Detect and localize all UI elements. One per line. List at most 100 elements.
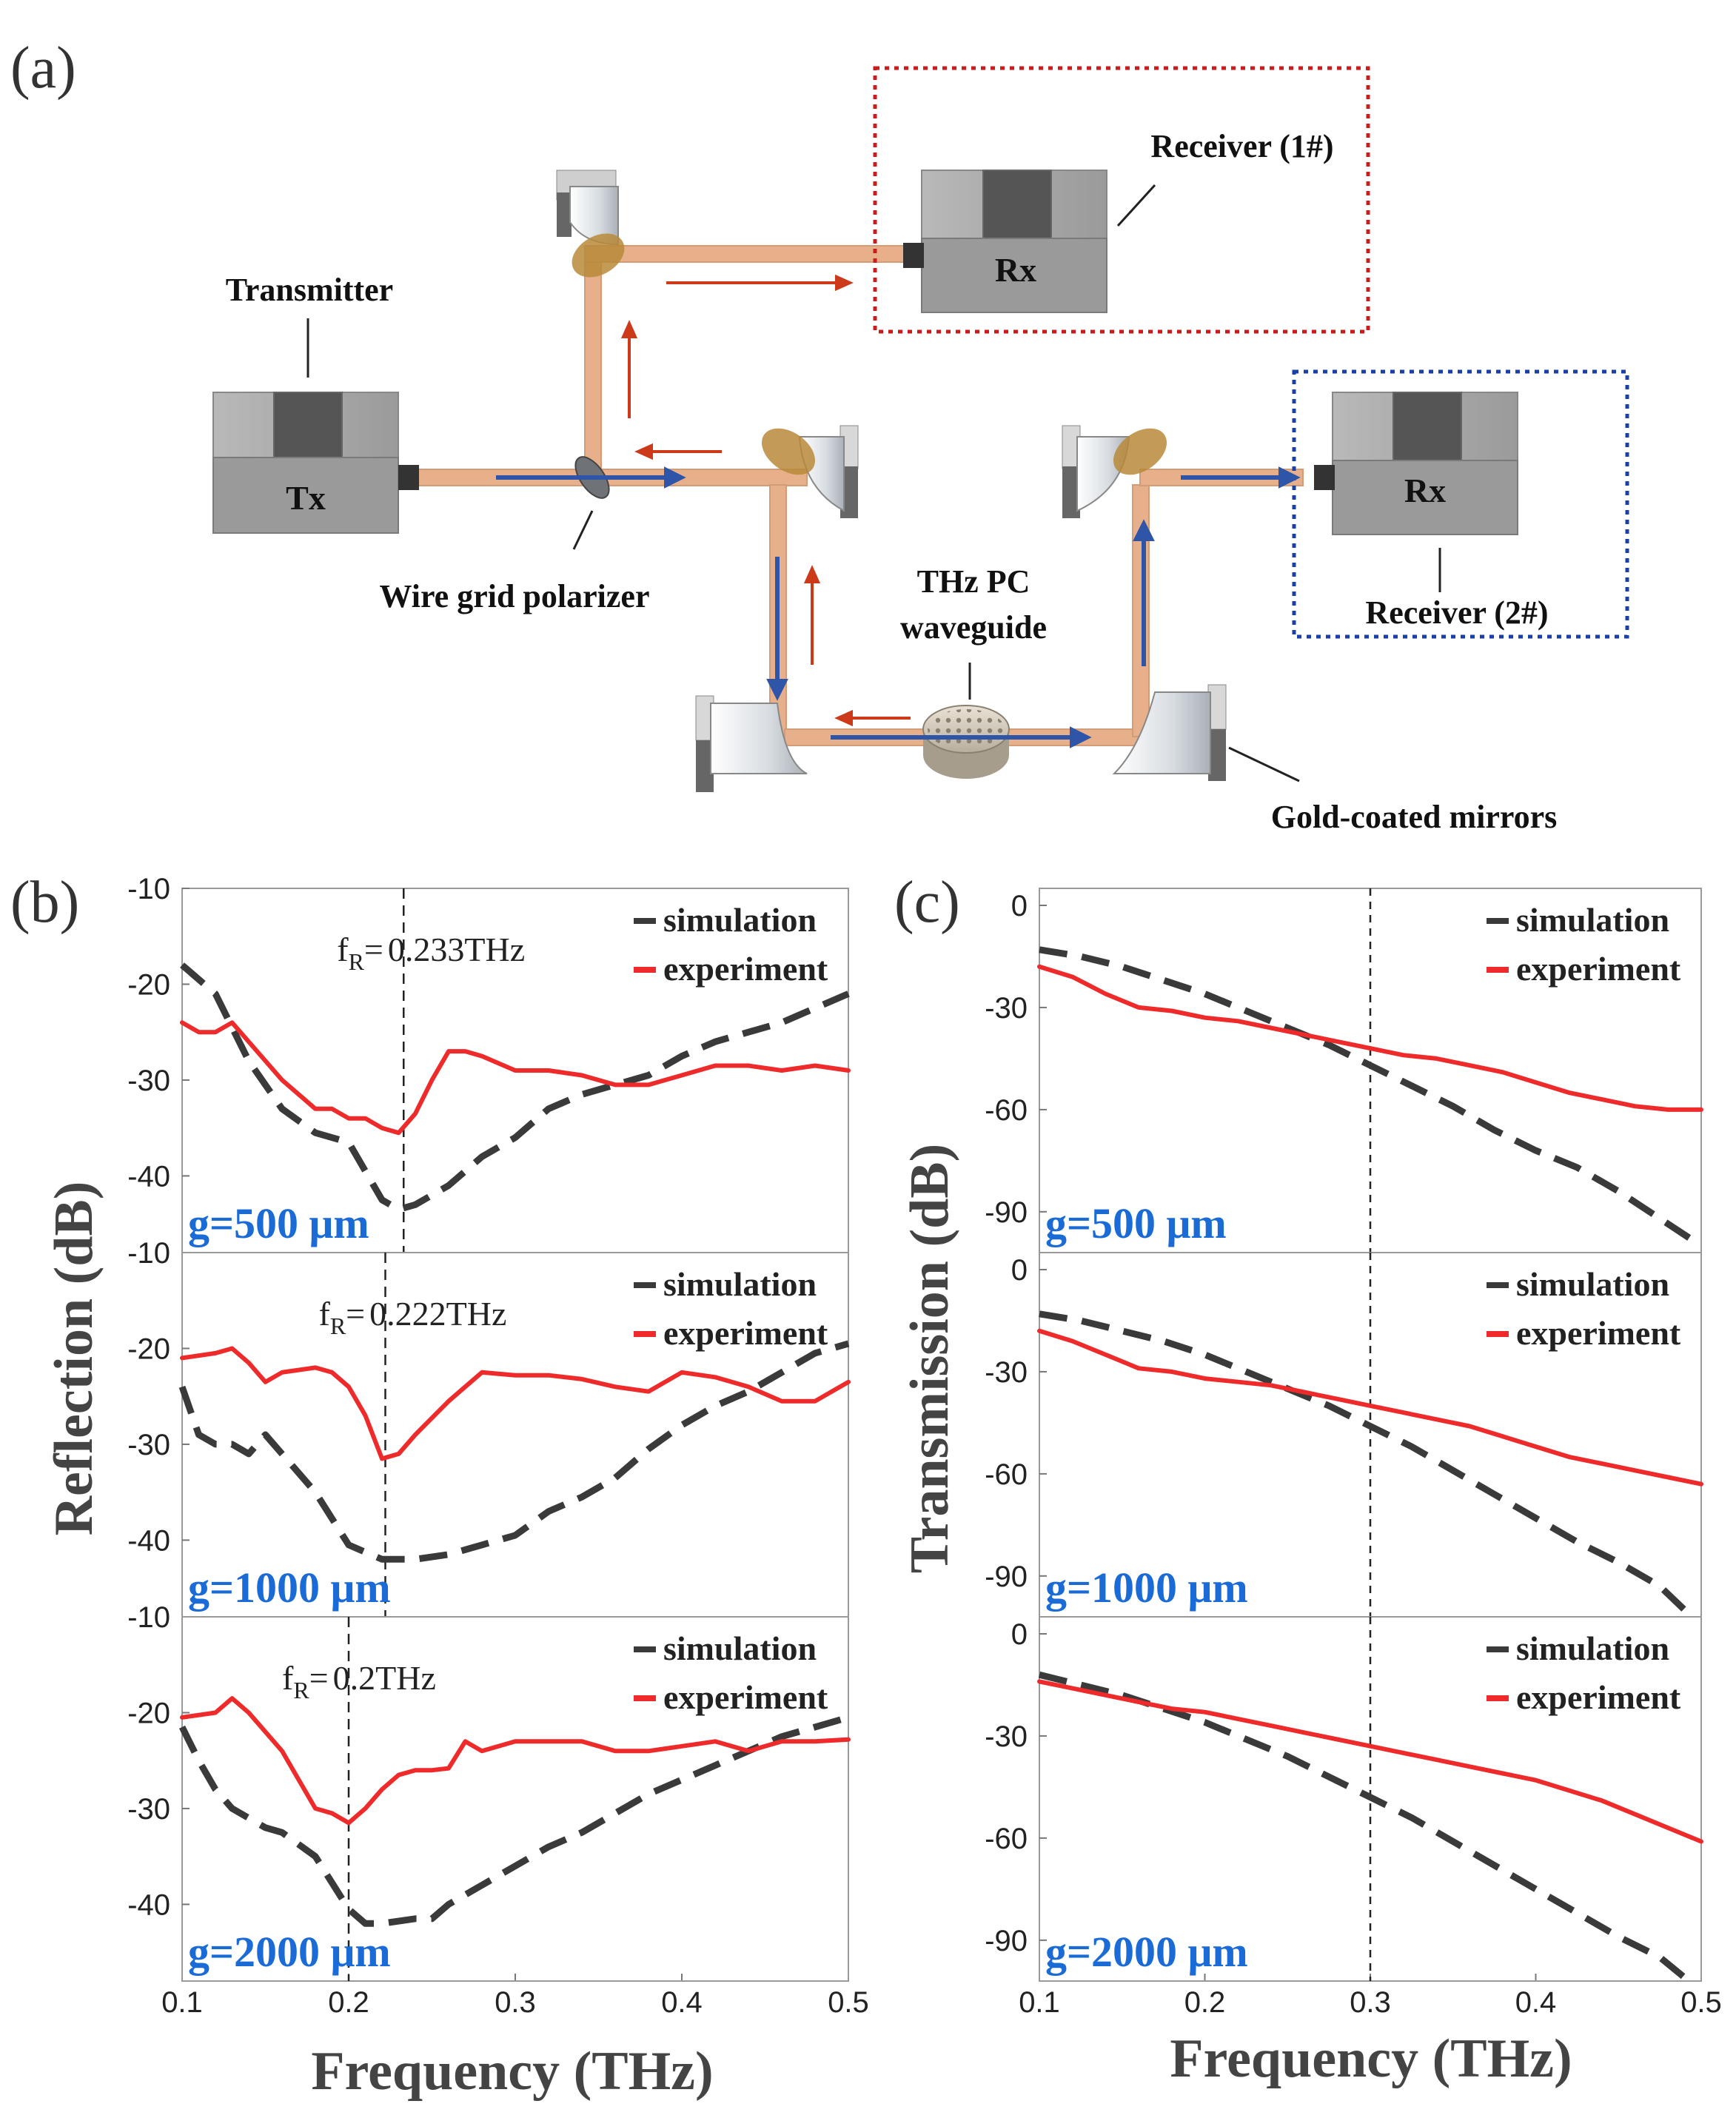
x-tick-label: 0.2: [328, 1986, 369, 2019]
y-tick-label: -10: [127, 873, 170, 905]
resonance-annotation: fR=0.233THz: [337, 931, 525, 975]
x-tick-label: 0.3: [1350, 1986, 1391, 2019]
experiment-series: [1037, 1679, 1703, 1844]
y-tick-label: -40: [127, 1889, 170, 1921]
gap-size-label: g=500 μm: [188, 1199, 369, 1247]
y-tick-label: -60: [985, 1094, 1028, 1127]
receiver-1-device: Rx: [903, 170, 1107, 313]
x-tick-label: 0.4: [1515, 1986, 1557, 2019]
experiment-series: [180, 1020, 851, 1136]
experiment-series: [1037, 964, 1703, 1112]
y-tick-label: -30: [127, 1429, 170, 1461]
beam-path: [414, 245, 1304, 746]
forward-beam-arrows: [496, 466, 1301, 748]
pc-waveguide-icon: [922, 705, 1010, 779]
receiver-2-device: Rx: [1314, 392, 1518, 535]
y-tick-label: -20: [127, 1697, 170, 1729]
simulation-series: [1039, 946, 1703, 1249]
receiver-1-box: [873, 66, 1370, 334]
simulation-series: [178, 1714, 850, 1927]
y-tick-label: -30: [127, 1065, 170, 1097]
y-tick-label: -30: [127, 1793, 170, 1826]
panel-label-c: (c): [894, 870, 960, 935]
plot-frame: [181, 1616, 849, 1982]
receiver-2-box: [1292, 369, 1629, 639]
y-tick-label: -90: [985, 1561, 1028, 1593]
transmission-x-ticks: 0.1 0.2 0.3 0.4 0.5: [1019, 1974, 1722, 2019]
x-tick-label: 0.5: [1680, 1986, 1722, 2019]
simulation-series: [180, 962, 850, 1213]
y-tick-label: -90: [985, 1925, 1028, 1957]
simulation-series: [1039, 1310, 1687, 1613]
transmission-x-axis-title: Frequency (THz): [1170, 2028, 1572, 2089]
mirror-right-upper: [761, 425, 859, 518]
reflection-axis-title: Reflection (dB): [44, 1182, 104, 1536]
polarizer-leader: [572, 510, 594, 550]
y-tick-label: -90: [985, 1196, 1028, 1229]
y-tick-label: -10: [127, 1601, 170, 1634]
gap-size-label: g=2000 μm: [1045, 1928, 1248, 1976]
y-tick-label: 0: [1011, 1254, 1028, 1287]
y-tick-label: -10: [127, 1237, 170, 1270]
resonance-annotation: fR=0.222THz: [319, 1295, 507, 1339]
y-tick-label: -20: [127, 968, 170, 1001]
transmission-panel: (c) Transmission (dB) Frequency (THz) 0.…: [894, 870, 1722, 2089]
receiver-2-label: Receiver (2#): [1365, 594, 1548, 631]
legend-simulation-label: simulation: [663, 1629, 817, 1667]
legend-experiment-label: experiment: [663, 1314, 828, 1352]
reflection-x-axis-title: Frequency (THz): [311, 2041, 713, 2102]
legend-simulation-label: simulation: [663, 1265, 817, 1303]
mirror-top: [556, 170, 625, 278]
rx1-label: Rx: [995, 251, 1036, 289]
back-beam-arrows: [620, 274, 911, 727]
tx-label: Tx: [286, 479, 326, 517]
reflection-plot-g2000: -20 -30 -40 simulation experiment fR=0.2THz g=…: [127, 1616, 851, 1982]
mirrors-leader: [1228, 746, 1300, 782]
x-tick-label: 0.1: [1019, 1986, 1060, 2019]
x-tick-label: 0.5: [828, 1986, 869, 2019]
schematic-panel: (a) Tx Transmitter Rx: [10, 36, 1629, 835]
y-tick-label: -40: [127, 1160, 170, 1193]
experiment-series: [180, 1346, 851, 1461]
legend-experiment-label: experiment: [1516, 950, 1681, 988]
resonance-annotation: fR=0.2THz: [282, 1659, 436, 1703]
waveguide-label-2: waveguide: [900, 609, 1047, 646]
legend-experiment-label: experiment: [1516, 1314, 1681, 1352]
gap-size-label: g=2000 μm: [188, 1928, 391, 1976]
mirror-bottom-left: [695, 695, 808, 792]
y-tick-label: 0: [1011, 890, 1028, 922]
transmitter-device: Tx: [212, 392, 419, 534]
transmission-axis-title: Transmission (dB): [899, 1144, 960, 1573]
legend-simulation-label: simulation: [1516, 1265, 1669, 1303]
x-tick-label: 0.4: [661, 1986, 703, 2019]
reflection-plot-g500: -10-20-30-40-10simulationexperimentfR=0.…: [127, 873, 851, 1270]
reflection-plot-g1000: -20-30-40-10simulationexperimentfR=0.222…: [127, 1252, 851, 1634]
legend-experiment-label: experiment: [1516, 1678, 1681, 1716]
y-tick-label: -60: [985, 1823, 1028, 1855]
y-tick-label: -30: [985, 1720, 1028, 1753]
experiment-series: [180, 1696, 851, 1826]
rx2-label: Rx: [1404, 472, 1446, 509]
y-tick-label: -30: [985, 992, 1028, 1025]
y-tick-label: -30: [985, 1356, 1028, 1389]
x-tick-label: 0.2: [1184, 1986, 1226, 2019]
mirror-left-upper: [1062, 425, 1167, 518]
legend-experiment-label: experiment: [663, 950, 828, 988]
simulation-series: [1038, 1671, 1687, 1980]
transmitter-label: Transmitter: [226, 272, 393, 308]
legend-experiment-label: experiment: [663, 1678, 828, 1716]
receiver-1-leader: [1116, 184, 1156, 227]
mirror-bottom-right: [1112, 684, 1227, 781]
plot-frame: [181, 1252, 849, 1618]
x-tick-label: 0.3: [495, 1986, 536, 2019]
waveguide-label-1: THz PC: [917, 563, 1030, 600]
legend-simulation-label: simulation: [1516, 1629, 1669, 1667]
polarizer-label: Wire grid polarizer: [380, 578, 650, 614]
gap-size-label: g=1000 μm: [1045, 1564, 1248, 1612]
receiver-1-label: Receiver (1#): [1150, 128, 1333, 164]
